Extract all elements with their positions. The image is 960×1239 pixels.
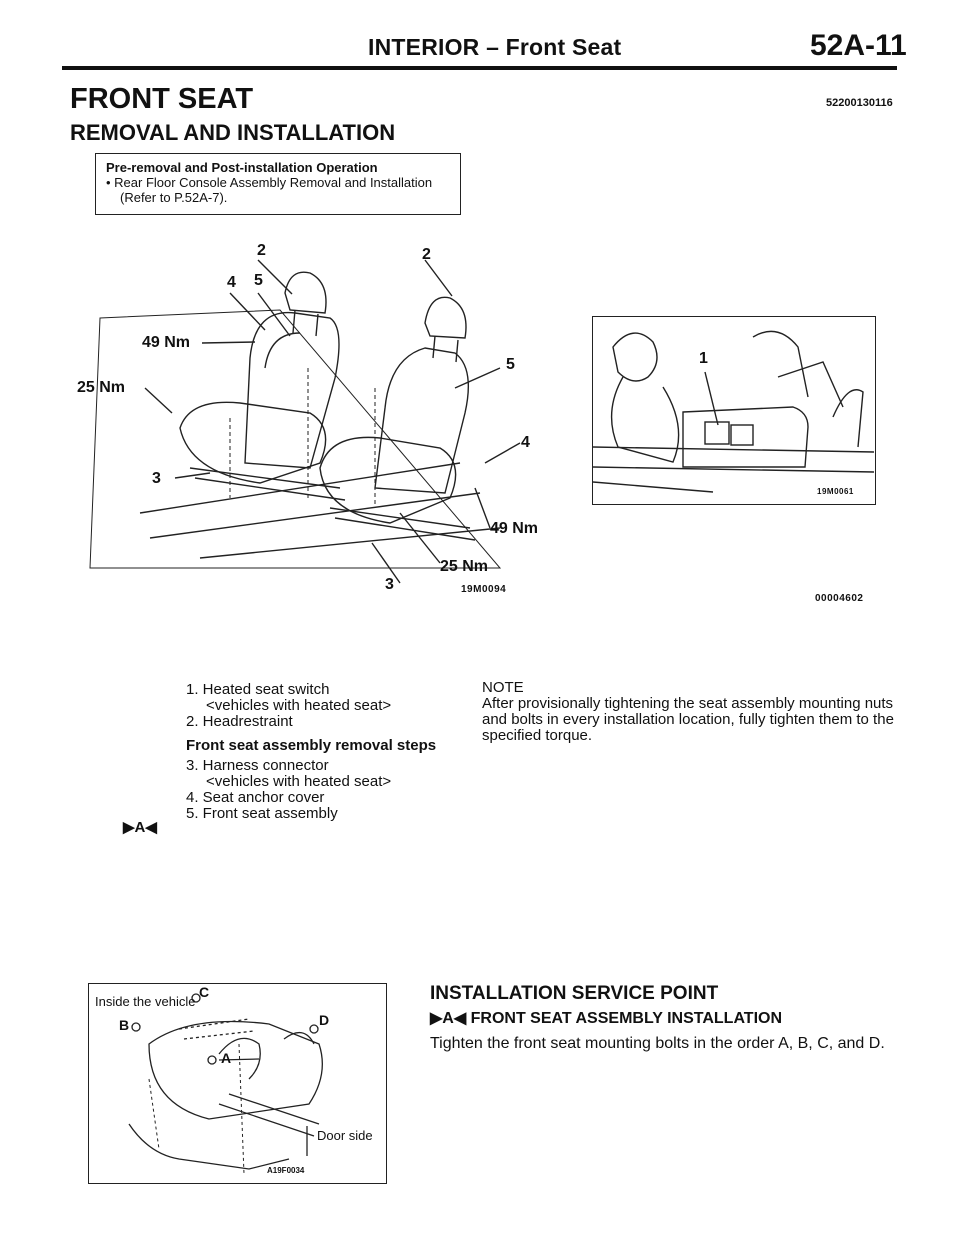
removal-steps-title: Front seat assembly removal steps — [186, 737, 437, 754]
bolt-a-label: A — [221, 1050, 232, 1066]
section-subtitle: REMOVAL AND INSTALLATION — [70, 120, 396, 145]
service-point-title: INSTALLATION SERVICE POINT — [430, 983, 719, 1004]
header-rule — [62, 66, 897, 70]
callout-1: 1 — [699, 350, 708, 367]
service-point-subtitle: ▶A◀ FRONT SEAT ASSEMBLY INSTALLATION — [430, 1010, 783, 1027]
bolt-d-label: D — [319, 1012, 330, 1028]
torque-49-right: 49 Nm — [490, 520, 539, 537]
figure-code: 00004602 — [815, 593, 864, 604]
section-title: FRONT SEAT — [70, 83, 254, 115]
bolt-c-label: C — [199, 984, 210, 1000]
doc-id: 52200130116 — [826, 97, 893, 109]
pre-op-bullet: • Rear Floor Console Assembly Removal an… — [106, 175, 433, 205]
parts-item-3-note: <vehicles with heated seat> — [206, 773, 392, 790]
bottom-figure-code: A19F0034 — [267, 1166, 305, 1175]
inside-vehicle-label: Inside the vehicle — [95, 994, 196, 1009]
torque-49-left: 49 Nm — [142, 334, 191, 351]
page-number: 52A-11 — [810, 29, 907, 62]
bolt-order-box: Inside the vehicle C B D A Door side A19… — [88, 983, 387, 1184]
note-title: NOTE — [482, 679, 524, 696]
parts-item-5: 5. Front seat assembly — [186, 805, 338, 822]
parts-item-4: 4. Seat anchor cover — [186, 789, 325, 806]
figure-code-left: 19M0094 — [461, 584, 507, 595]
service-point-text: Tighten the front seat mounting bolts in… — [430, 1035, 885, 1052]
parts-item-3: 3. Harness connector — [186, 757, 329, 774]
figure-code-right: 19M0061 — [817, 487, 854, 496]
pre-op-title: Pre-removal and Post-installation Operat… — [106, 160, 378, 175]
callout-4-top: 4 — [227, 274, 236, 291]
header-title: INTERIOR – Front Seat — [368, 34, 622, 60]
parts-list: 1. Heated seat switch <vehicles with hea… — [186, 682, 486, 822]
callout-4-right: 4 — [521, 434, 530, 451]
switch-inset-box: 1 19M0061 — [592, 316, 876, 505]
torque-25-right: 25 Nm — [440, 558, 489, 575]
torque-25-left: 25 Nm — [77, 379, 126, 396]
bolt-order-diagram — [128, 993, 323, 1175]
note-text: After provisionally tightening the seat … — [482, 695, 894, 744]
callout-5-top: 5 — [254, 272, 263, 289]
door-side-label: Door side — [317, 1128, 373, 1143]
parts-item-1: 1. Heated seat switch — [186, 681, 330, 698]
parts-item-1-note: <vehicles with heated seat> — [206, 697, 392, 714]
callout-3-left: 3 — [152, 470, 161, 487]
callout-3-bottom: 3 — [385, 576, 394, 593]
pre-operation-box: Pre-removal and Post-installation Operat… — [95, 153, 461, 215]
seat-diagram — [89, 259, 521, 584]
switch-diagram — [593, 330, 874, 493]
callout-2-left: 2 — [257, 242, 266, 259]
callout-5-right: 5 — [506, 356, 515, 373]
service-point-marker: ▶A◀ — [123, 819, 157, 836]
bolt-b-label: B — [119, 1017, 130, 1033]
parts-item-2: 2. Headrestraint — [186, 713, 293, 730]
callout-2-right: 2 — [422, 246, 431, 263]
note-block: NOTE After provisionally tightening the … — [482, 680, 902, 744]
